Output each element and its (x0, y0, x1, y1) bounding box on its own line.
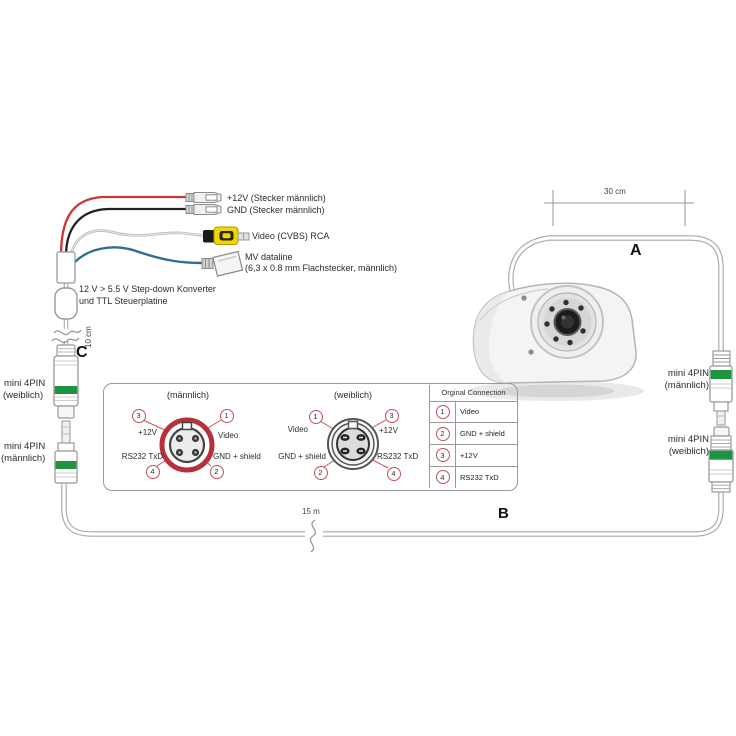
pin-label: GND + shield (278, 452, 326, 461)
right-upper-connector-label-1: mini 4PIN (667, 368, 709, 379)
cable-bottom-b (61, 482, 724, 537)
wire-red (59, 195, 186, 257)
dimension-30cm-lines (544, 190, 694, 226)
wire-blue (74, 246, 204, 265)
table-row: 2 GND + shield (430, 423, 517, 445)
table-cell-label: GND + shield (460, 429, 505, 439)
heat-shrink-sleeve (56, 251, 76, 284)
pin-badge: 1 (308, 409, 323, 424)
right-lower-connector-label-2: (weiblich) (668, 446, 709, 457)
cable-break-bottom (305, 519, 323, 553)
pinout-box (103, 383, 518, 491)
pin-label: +12V (138, 428, 157, 437)
left-upper-connector-label-2: (weiblich) (3, 390, 44, 401)
pin-badge: 2 (209, 464, 224, 479)
pin-badge: 3 (131, 408, 146, 423)
label-converter-2: und TTL Steuerplatine (79, 296, 168, 306)
wire-gray (69, 229, 207, 259)
cable-loop-a (508, 235, 724, 353)
pin-badge: 4 (386, 466, 401, 481)
right-upper-connector-label-2: (männlich) (664, 380, 709, 391)
table-header: Orginal Connection (430, 385, 517, 402)
mv-flat-connector (201, 250, 244, 277)
label-mv-dataline-2: (6,3 x 0.8 mm Flachstecker, männlich) (245, 263, 398, 273)
pin-label: RS232 TxD (377, 452, 419, 461)
pin-badge: 1 (219, 408, 234, 423)
table-cell-label: Video (460, 407, 480, 417)
wire-black (64, 207, 186, 257)
pin-label: +12V (379, 426, 398, 435)
pinout-male-graphic (142, 417, 222, 473)
section-letter-a: A (630, 242, 642, 259)
pin-badge: 2 (313, 465, 328, 480)
pin-number-badge: 4 (435, 470, 450, 485)
right-connector-female (708, 426, 734, 493)
right-connector-male (709, 350, 733, 426)
pinout-male-title: (männlich) (166, 390, 209, 400)
label-gnd: GND (Stecker männlich) (227, 205, 325, 215)
label-converter-1: 12 V > 5.5 V Step-down Konverter (79, 284, 216, 294)
table-row: 1 Video (430, 401, 517, 424)
left-connector-female (53, 344, 79, 419)
dimension-15m: 15 m (302, 507, 320, 516)
left-lower-connector-label-1: mini 4PIN (4, 441, 46, 452)
pin-label: Video (287, 425, 308, 434)
table-cell-label: RS232 TxD (460, 472, 499, 482)
pin-label: RS232 TxD (121, 452, 163, 461)
dimension-30cm: 30 cm (604, 187, 626, 196)
pin-label: GND + shield (213, 452, 261, 461)
left-connector-male (54, 420, 78, 484)
cable-break-left (51, 329, 82, 344)
spade-connector-gnd (185, 204, 222, 215)
pin-badge: 3 (384, 408, 399, 423)
spade-connector-12v (185, 192, 222, 203)
camera-illustration (468, 282, 644, 401)
right-lower-connector-label-1: mini 4PIN (667, 434, 709, 445)
pinout-female-title: (weiblich) (333, 390, 372, 400)
section-letter-b: B (498, 505, 509, 522)
pin-number-badge: 1 (435, 404, 450, 419)
section-letter-c: C (76, 344, 88, 361)
left-upper-connector-label-1: mini 4PIN (4, 378, 46, 389)
pin-number-badge: 3 (435, 448, 450, 463)
pin-label: Video (218, 431, 239, 440)
converter-box (54, 287, 78, 320)
pin-badge: 4 (145, 464, 160, 479)
table-cell-label: +12V (460, 450, 478, 460)
label-12v: +12V (Stecker männlich) (227, 193, 326, 203)
original-connection-table: Orginal Connection 1 Video 2 GND + shiel… (429, 384, 517, 488)
label-mv-dataline-1: MV dataline (245, 252, 293, 262)
label-video-rca: Video (CVBS) RCA (252, 231, 330, 241)
table-row: 3 +12V (430, 445, 517, 467)
pin-number-badge: 2 (435, 426, 450, 441)
table-row: 4 RS232 TxD (430, 466, 517, 488)
pinout-female-graphic (319, 418, 389, 470)
left-lower-connector-label-2: (männlich) (1, 453, 46, 464)
rca-connector (203, 226, 250, 245)
